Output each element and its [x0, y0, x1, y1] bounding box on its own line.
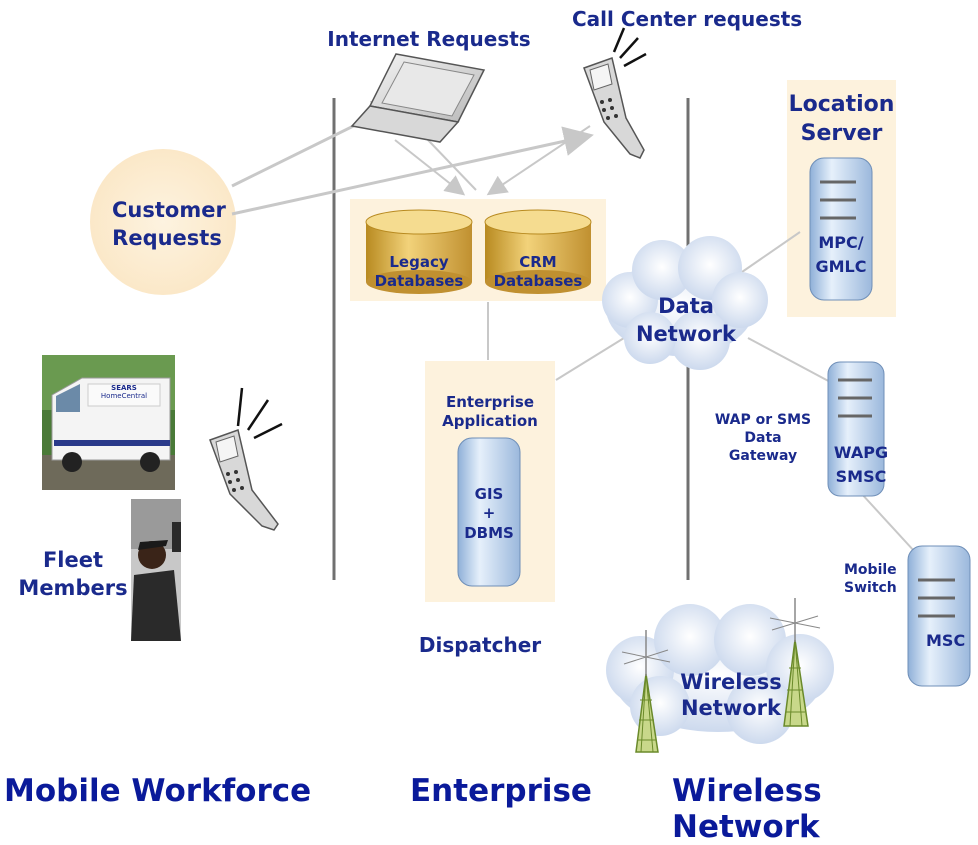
msc-label: MSC: [926, 631, 966, 650]
legacy-database-cylinder: [365, 209, 473, 294]
mpc-gmlc-label: MPC/ GMLC: [815, 233, 867, 277]
enterprise-server-tower-icon: [457, 437, 521, 587]
data-network-cloud: [602, 236, 768, 370]
data-network-label: Data Network: [635, 294, 736, 347]
enterprise-application-label: Enterprise Application: [442, 393, 538, 431]
fleet-members-label: Fleet Members: [18, 548, 128, 601]
antenna-tower-right-icon: [769, 598, 821, 727]
mobile-switch-label: Mobile Switch: [844, 562, 897, 597]
diagram-canvas: [42, 27, 971, 753]
dispatcher-label: Dispatcher: [418, 633, 542, 657]
footer-mobile-workforce: Mobile Workforce: [4, 773, 312, 809]
antenna-tower-left-icon: [621, 630, 671, 753]
laptop-icon: [350, 53, 486, 143]
van-brand-text: SEARS HomeCentral: [100, 384, 148, 400]
gis-dbms-label: GIS + DBMS: [464, 485, 514, 542]
footer-enterprise: Enterprise: [410, 773, 592, 809]
call-center-phone-icon: [583, 27, 647, 159]
customer-circle: [90, 149, 236, 295]
call-center-requests-label: Call Center requests: [572, 7, 803, 31]
crm-databases-label: CRM Databases: [493, 253, 583, 291]
fleet-van-photo: [42, 355, 175, 490]
msc-server-tower-icon: [907, 545, 971, 687]
wap-sms-gateway-label: WAP or SMS Data Gateway: [714, 412, 812, 465]
fleet-technician-photo: [131, 499, 181, 641]
internet-requests-label: Internet Requests: [327, 27, 531, 51]
wireless-network-cloud-label: Wireless Network: [680, 670, 782, 721]
location-server-label: Location Server: [788, 92, 895, 147]
wapg-smsc-label: WAPG SMSC: [833, 443, 889, 487]
gateway-server-tower-icon: [827, 361, 885, 497]
legacy-databases-label: Legacy Databases: [374, 253, 464, 291]
location-server-tower-icon: [809, 157, 873, 301]
customer-requests-label: Customer Requests: [112, 198, 226, 251]
footer-wireless-network: Wireless Network: [672, 773, 822, 845]
fleet-phone-icon: [209, 387, 283, 531]
crm-database-cylinder: [484, 209, 592, 294]
